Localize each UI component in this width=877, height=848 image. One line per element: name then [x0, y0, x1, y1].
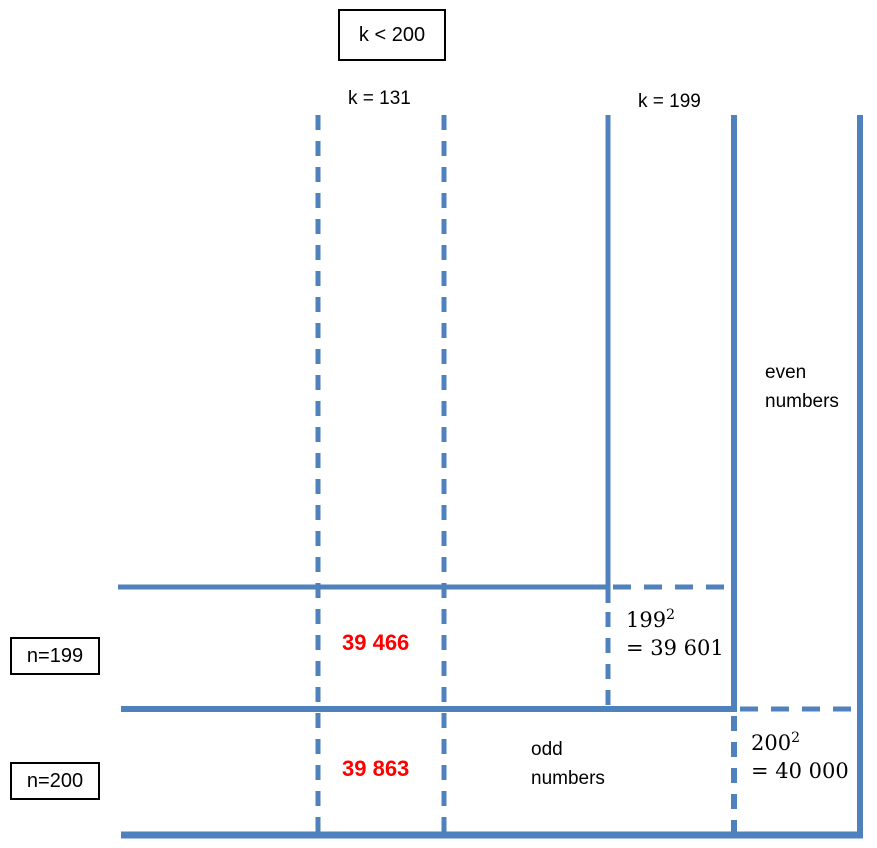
row-box-n200: n=200	[10, 762, 100, 800]
square-formula-199: 1992 = 39 601	[626, 606, 724, 662]
even-numbers-label: even numbers	[765, 358, 839, 416]
square-formula-199-exponent: 2	[666, 607, 676, 623]
row-box-n199: n=199	[10, 637, 100, 675]
count-value-n199: 39 466	[342, 630, 410, 655]
square-formula-199-result: = 39 601	[626, 636, 724, 660]
condition-box: k < 200	[338, 9, 446, 61]
row-box-n200-label: n=200	[26, 769, 84, 792]
even-numbers-label-line1: even	[765, 362, 807, 383]
column-label-k199: k = 199	[638, 91, 701, 112]
column-label-k131: k = 131	[348, 88, 411, 109]
square-formula-200-base: 200	[751, 731, 792, 755]
square-formula-199-power: 1992	[626, 606, 724, 634]
square-formula-200-exponent: 2	[791, 730, 801, 746]
count-value-n200: 39 863	[342, 756, 410, 781]
square-formula-200: 2002 = 40 000	[751, 729, 849, 785]
odd-numbers-label: odd numbers	[531, 735, 605, 793]
row-box-n199-label: n=199	[26, 644, 84, 667]
square-formula-200-power: 2002	[751, 729, 849, 757]
square-formula-200-result: = 40 000	[751, 759, 849, 783]
even-numbers-label-line2: numbers	[765, 391, 839, 412]
odd-numbers-label-line2: numbers	[531, 768, 605, 789]
condition-box-label: k < 200	[358, 23, 426, 46]
odd-numbers-label-line1: odd	[531, 739, 563, 760]
square-formula-199-base: 199	[626, 608, 667, 632]
